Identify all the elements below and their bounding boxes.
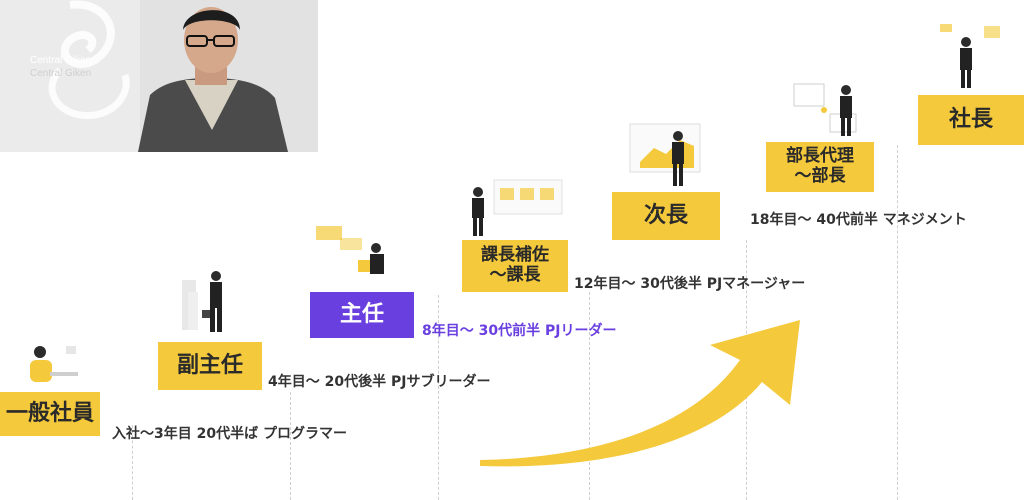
step-description: 入社〜3年目 20代半ば プログラマー (112, 426, 347, 442)
step-badge-chief: 主任 (310, 292, 414, 338)
step-description: 12年目〜 30代後半 PJマネージャー (574, 276, 806, 292)
step-title: 副主任 (176, 353, 243, 379)
step-description: 18年目〜 40代前半 マネジメント (750, 212, 967, 228)
logo-text-reflection: Central Giken (30, 68, 91, 79)
guide-line (290, 392, 291, 500)
step-badge-president: 社長 (918, 95, 1024, 145)
growth-arrow (480, 320, 800, 467)
step-description: 8年目〜 30代前半 PJリーダー (422, 323, 617, 339)
ceo-photo-illustration: Central Giken Central Giken (0, 0, 318, 152)
guide-line (132, 425, 133, 500)
presenter-illustration (472, 179, 563, 236)
step-title: 社長 (948, 107, 993, 133)
step-badge-deputy-general-manager: 次長 (612, 192, 720, 240)
step-description: 4年目〜 20代後半 PJサブリーダー (268, 374, 491, 390)
step-title: 課長補佐 〜課長 (481, 245, 549, 285)
director-illustration (793, 83, 857, 136)
step-title: 部長代理 〜部長 (786, 146, 854, 186)
worker-at-desk-illustration (30, 346, 78, 382)
step-badge-general-employee: 一般社員 (0, 392, 100, 436)
businessman-with-bag-illustration (182, 271, 222, 332)
guide-line (897, 145, 898, 500)
logo-mark (48, 0, 130, 119)
analyst-with-tablet-illustration (316, 226, 384, 274)
step-badge-department-manager: 部長代理 〜部長 (766, 142, 874, 192)
step-title: 次長 (643, 203, 688, 229)
step-title: 主任 (339, 302, 384, 328)
step-badge-deputy-chief: 副主任 (158, 342, 262, 390)
president-illustration (940, 24, 1000, 88)
guide-line (589, 292, 590, 500)
manager-with-chart-illustration (629, 123, 701, 186)
step-title: 一般社員 (5, 401, 94, 427)
guide-line (438, 295, 439, 500)
ceo-photo: Central Giken Central Giken (0, 0, 318, 152)
step-badge-section-manager: 課長補佐 〜課長 (462, 240, 568, 292)
logo-text: Central Giken (30, 55, 91, 66)
